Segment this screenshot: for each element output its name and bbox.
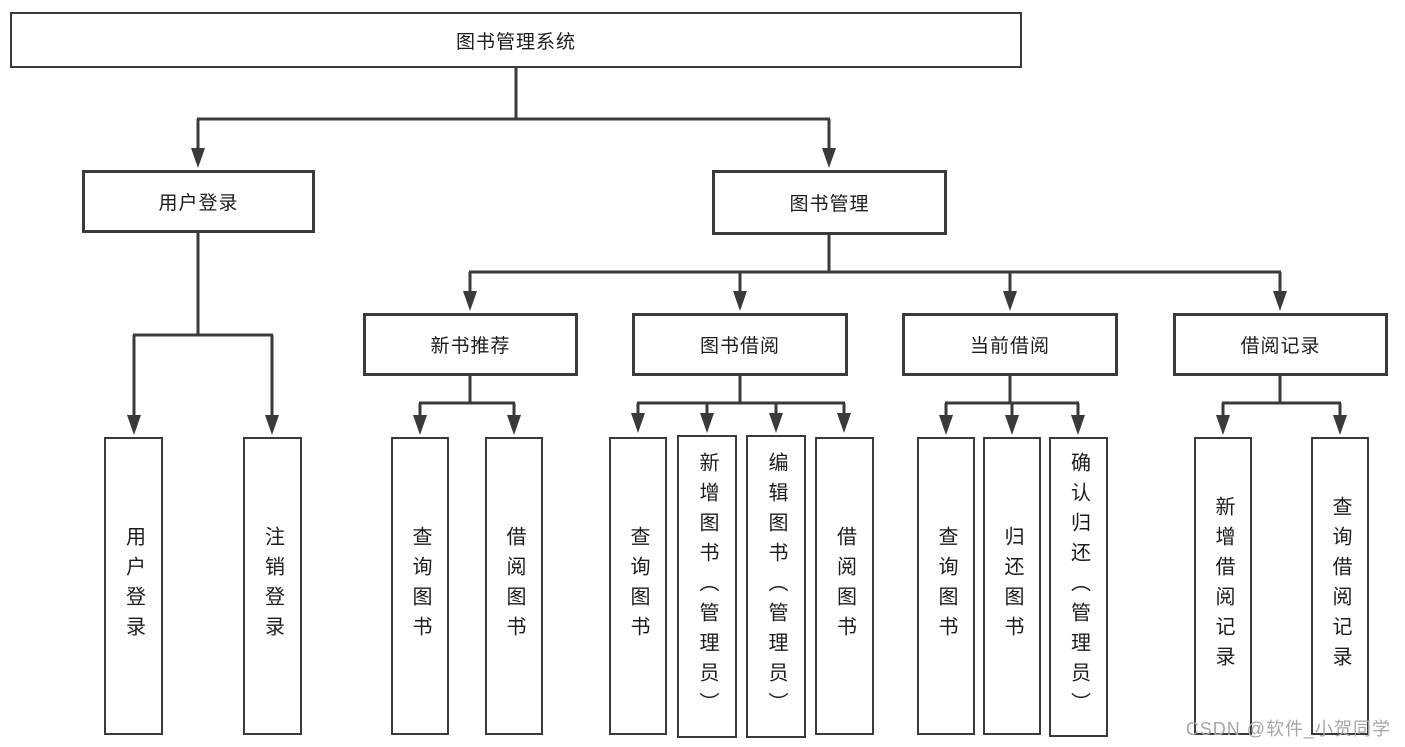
node-confirm-return-admin-label: 确认归还（管理员）	[1067, 452, 1090, 722]
node-current-borrow-label: 当前借阅	[969, 336, 1050, 357]
node-query-borrow-record-label: 查询借阅记录	[1329, 496, 1351, 676]
node-logout-leaf: 注销登录	[243, 437, 302, 735]
node-query-borrow-record: 查询借阅记录	[1311, 437, 1369, 735]
node-user-login-leaf-label: 用户登录	[122, 526, 145, 646]
node-user-login-leaf: 用户登录	[104, 437, 163, 735]
node-user-login: 用户登录	[82, 170, 315, 233]
node-add-book-admin-label: 新增图书（管理员）	[696, 451, 718, 722]
node-return-books-label: 归还图书	[1001, 526, 1023, 646]
node-borrow-records: 借阅记录	[1173, 313, 1388, 376]
node-borrow-records-label: 借阅记录	[1240, 336, 1321, 357]
node-add-book-admin: 新增图书（管理员）	[677, 435, 737, 738]
node-root: 图书管理系统	[10, 12, 1022, 68]
node-add-borrow-record-label: 新增借阅记录	[1212, 496, 1234, 676]
node-edit-book-admin: 编辑图书（管理员）	[746, 435, 806, 738]
node-book-borrow-label: 图书借阅	[699, 336, 780, 357]
node-query-books-borrow: 查询图书	[609, 437, 667, 735]
node-edit-book-admin-label: 编辑图书（管理员）	[765, 451, 787, 722]
node-book-management-label: 图书管理	[789, 194, 870, 215]
node-borrow-books-recommend-label: 借阅图书	[503, 526, 525, 646]
node-logout-leaf-label: 注销登录	[261, 526, 284, 646]
csdn-watermark: CSDN @软件_小贺同学	[1185, 719, 1391, 739]
node-new-book-recommend-label: 新书推荐	[430, 336, 511, 357]
node-user-login-label: 用户登录	[158, 193, 239, 214]
node-query-books-borrow-label: 查询图书	[627, 526, 649, 646]
node-new-book-recommend: 新书推荐	[363, 313, 578, 376]
node-query-books-current: 查询图书	[917, 437, 975, 735]
node-return-books: 归还图书	[983, 437, 1041, 735]
node-add-borrow-record: 新增借阅记录	[1194, 437, 1252, 735]
node-query-books-recommend: 查询图书	[391, 437, 449, 735]
node-root-label: 图书管理系统	[455, 31, 576, 53]
node-confirm-return-admin: 确认归还（管理员）	[1049, 437, 1108, 737]
node-book-management: 图书管理	[712, 170, 947, 235]
node-borrow-books-leaf-label: 借阅图书	[833, 526, 856, 646]
node-query-books-recommend-label: 查询图书	[409, 526, 431, 646]
node-borrow-books-recommend: 借阅图书	[485, 437, 543, 735]
node-borrow-books-leaf: 借阅图书	[815, 437, 874, 735]
node-current-borrow: 当前借阅	[902, 313, 1118, 376]
node-query-books-current-label: 查询图书	[935, 526, 957, 646]
node-book-borrow: 图书借阅	[632, 313, 848, 376]
